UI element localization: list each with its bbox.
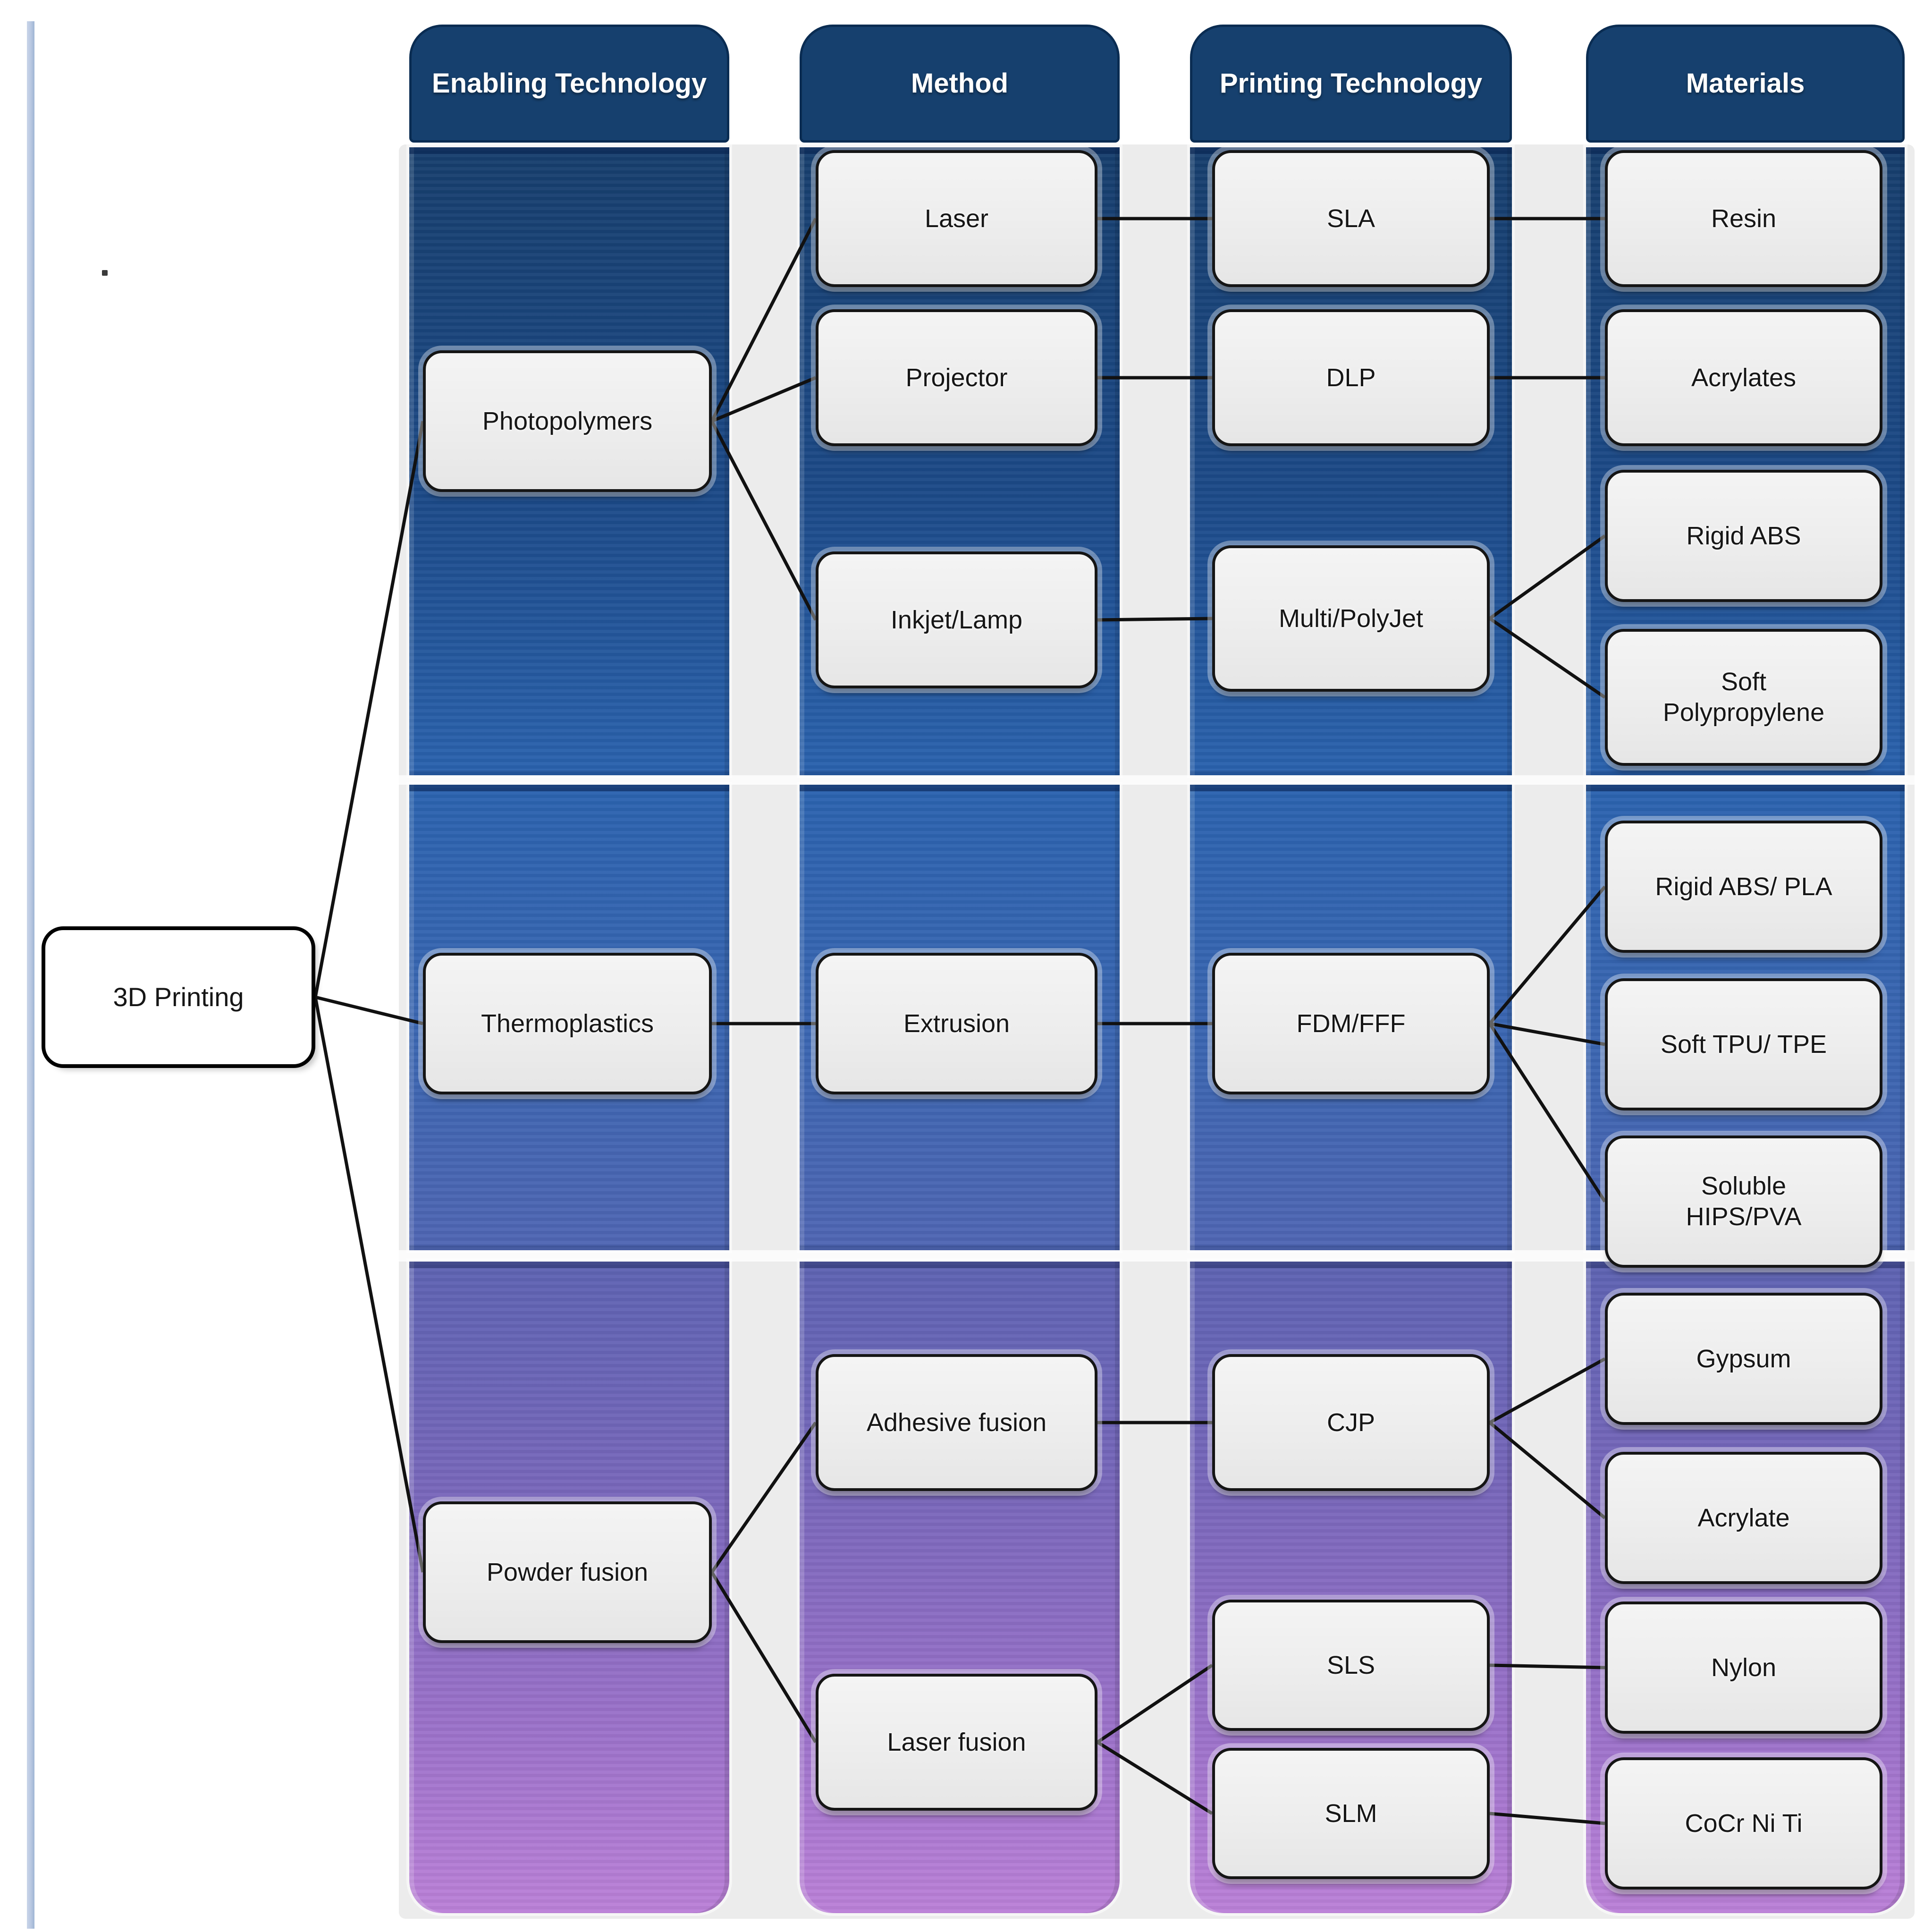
edge-fdm_fff-to-soluble_hips_pva [1488,1023,1606,1203]
edge-root-to-photopolymers [313,421,425,998]
edge-multi_polyjet-to-rigid_abs [1488,534,1606,620]
node-rigid-abs-pla: Rigid ABS/ PLA [1605,821,1882,953]
edge-photopolymers-to-laser [710,218,818,422]
node-powder-fusion: Powder fusion [423,1501,712,1643]
edge-powder_fusion-to-laser_fusion [710,1571,817,1743]
node-sls: SLS [1212,1600,1490,1731]
left-margin-rule [27,21,34,1929]
node-soluble-hips-pva: Soluble HIPS/PVA [1605,1135,1882,1268]
edge-root-to-powder_fusion [313,997,425,1573]
edge-sls-to-nylon [1489,1663,1605,1669]
edge-inkjet_lamp-to-multi_polyjet [1097,617,1213,622]
node-dlp: DLP [1212,309,1490,446]
edge-root-to-thermoplastics [315,995,423,1025]
edge-cjp-to-gypsum [1489,1357,1606,1424]
node-extrusion: Extrusion [816,953,1097,1094]
column-header-materials: Materials [1586,25,1905,143]
node-projector: Projector [816,309,1097,446]
edge-laser_fusion-to-slm [1097,1741,1213,1815]
node-acrylate: Acrylate [1605,1452,1882,1584]
column-header-method: Method [800,25,1120,143]
node-thermoplastics: Thermoplastics [423,953,712,1094]
edge-cjp-to-acrylate [1488,1421,1606,1519]
node-multi-polyjet: Multi/PolyJet [1212,545,1490,692]
section-gap [399,775,1915,785]
edge-slm-to-cocr_ni_ti [1489,1812,1605,1825]
node-acrylates: Acrylates [1605,309,1882,446]
node-rigid-abs: Rigid ABS [1605,470,1882,602]
column-header-enabling-technology: Enabling Technology [409,25,729,143]
edge-laser_fusion-to-sls [1097,1664,1213,1744]
edge-fdm_fff-to-rigid_abs_pla [1488,885,1606,1025]
node-laser-fusion: Laser fusion [816,1674,1097,1811]
node-resin: Resin [1605,150,1882,287]
node-sla: SLA [1212,150,1490,287]
column-header-label: Materials [1686,68,1805,99]
node-laser: Laser [816,150,1097,287]
node-slm: SLM [1212,1748,1490,1879]
node-cocr-ni-ti: CoCr Ni Ti [1605,1757,1882,1890]
edge-photopolymers-to-inkjet_lamp [710,420,818,621]
edge-photopolymers-to-projector [711,376,817,423]
column-header-label: Enabling Technology [431,68,707,99]
node-cjp: CJP [1212,1354,1490,1491]
edge-fdm_fff-to-soft_tpu_tpe [1489,1022,1605,1046]
column-header-label: Printing Technology [1219,68,1483,99]
edge-multi_polyjet-to-soft_polypropylene [1489,617,1606,699]
node-fdm-fff: FDM/FFF [1212,953,1490,1094]
edge-powder_fusion-to-adhesive_fusion [710,1422,817,1573]
column-header-printing-technology: Printing Technology [1190,25,1512,143]
stray-dot-artifact [102,270,108,276]
node-nylon: Nylon [1605,1602,1882,1734]
node-photopolymers: Photopolymers [423,350,712,492]
node-inkjet-lamp: Inkjet/Lamp [816,551,1097,688]
node-soft-polypropylene: Soft Polypropylene [1605,629,1882,766]
node-soft-tpu-tpe: Soft TPU/ TPE [1605,978,1882,1110]
node-3d-printing: 3D Printing [42,926,315,1068]
column-header-label: Method [911,68,1009,99]
node-gypsum: Gypsum [1605,1293,1882,1425]
node-adhesive-fusion: Adhesive fusion [816,1354,1097,1491]
